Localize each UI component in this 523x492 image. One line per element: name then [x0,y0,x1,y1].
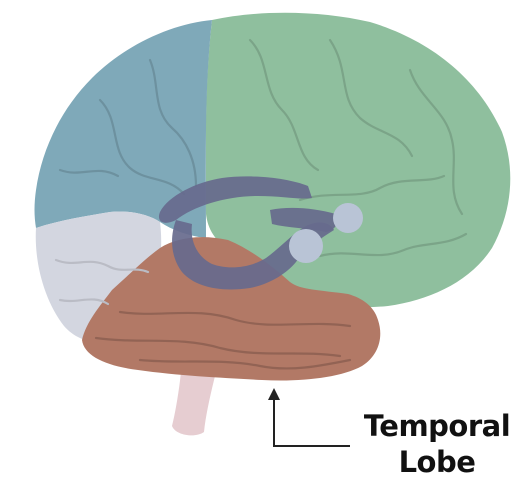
label-line-2: Lobe [352,444,522,480]
arrow-up-icon [268,388,280,400]
temporal-lobe-label: Temporal Lobe [352,408,522,480]
callout-leader [268,388,350,446]
label-line-1: Temporal [352,408,522,444]
